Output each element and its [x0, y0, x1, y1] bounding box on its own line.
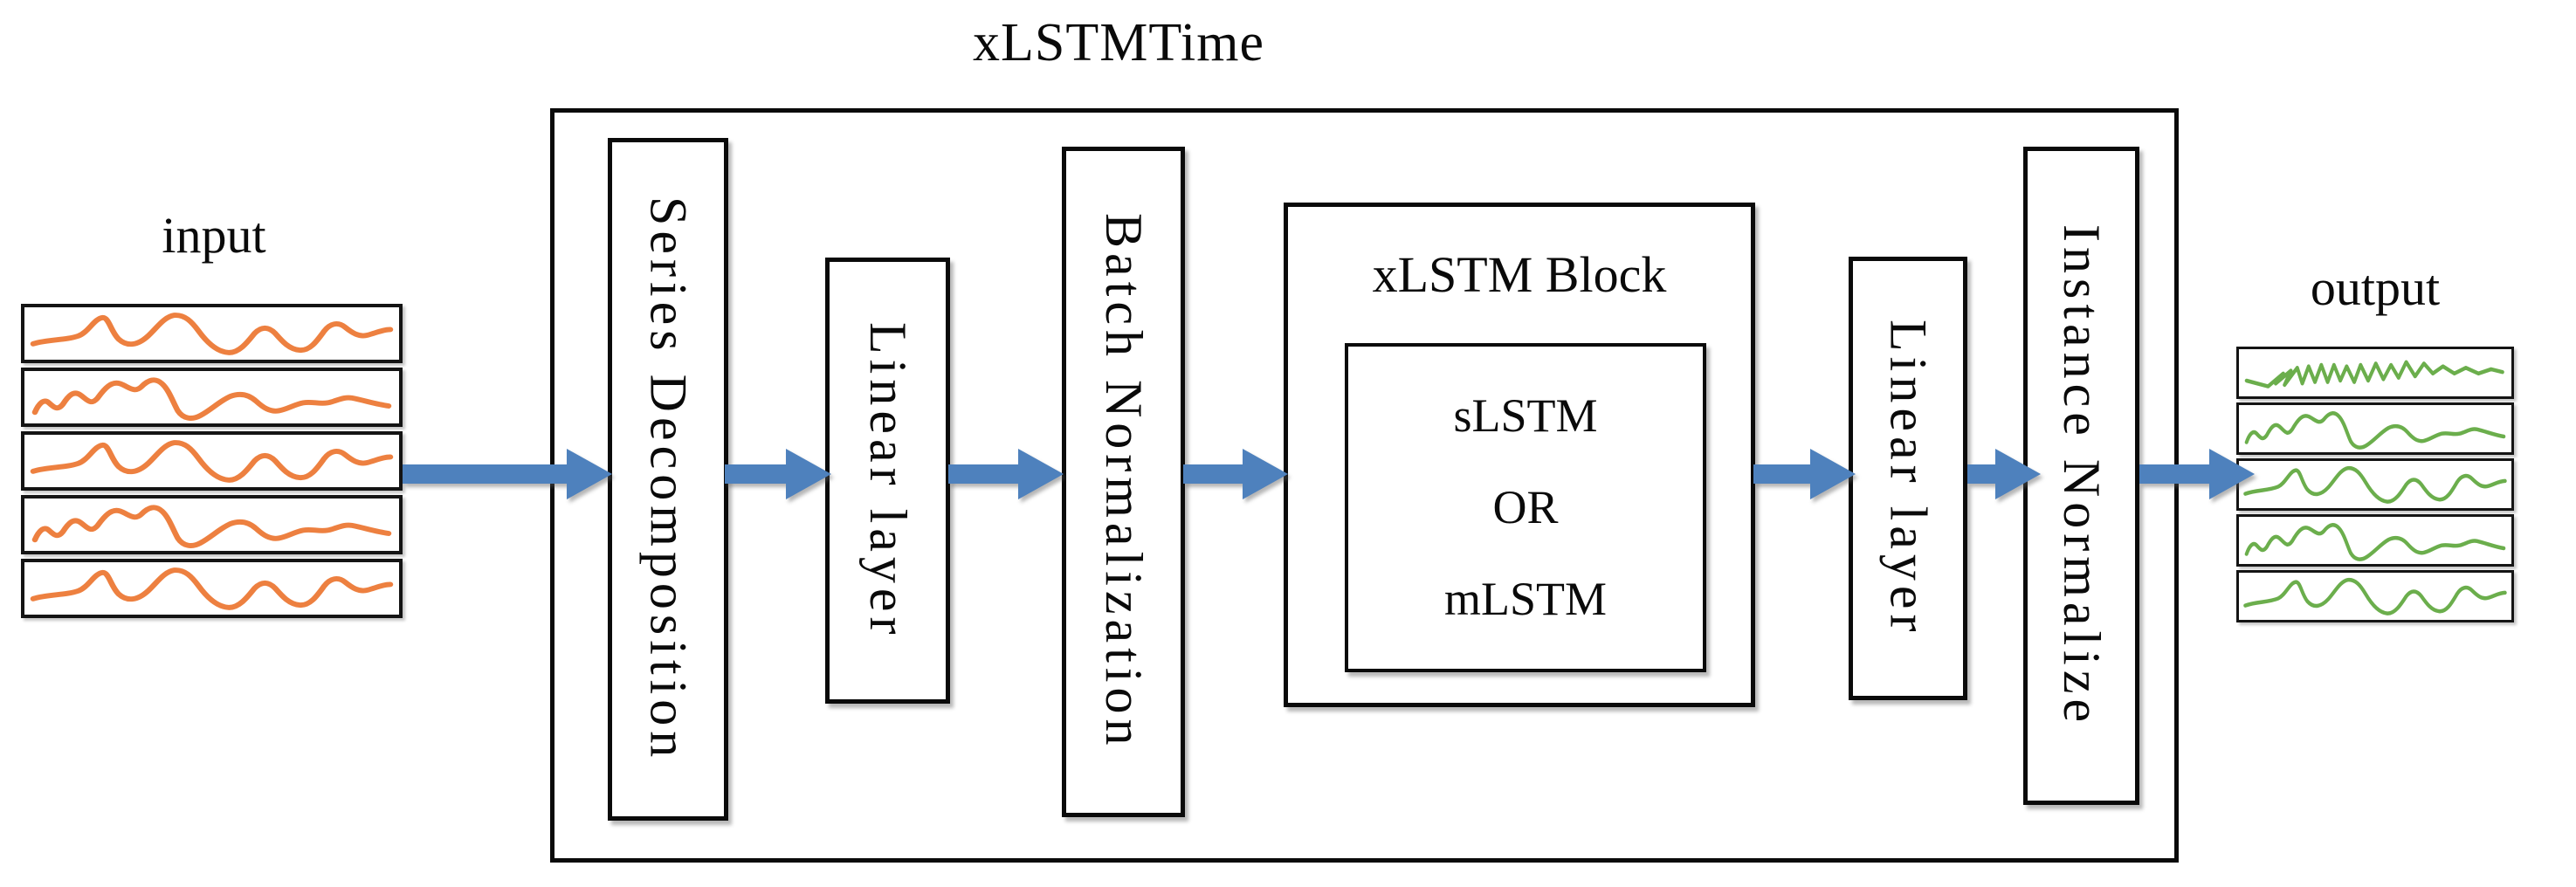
xlstm-option-or: OR — [1492, 480, 1559, 533]
output-series-stack — [2236, 347, 2514, 626]
orange-wave-icon — [30, 313, 394, 355]
output-series-row — [2236, 458, 2514, 511]
input-series-row — [21, 431, 403, 491]
flow-arrow-xlstm-to-linear — [1753, 439, 1856, 509]
flow-arrow-batch-normalization-to-xlstm — [1183, 439, 1288, 509]
flow-arrow-linear-to-batch-normalization — [948, 439, 1064, 509]
arrow-body — [948, 464, 1018, 484]
orange-wave-icon — [31, 505, 392, 548]
output-series-row — [2236, 402, 2514, 455]
output-series-row — [2236, 514, 2514, 567]
block-instance-normalize: Instance Normalize — [2023, 147, 2139, 805]
block-series-decomposition: Series Decomposition — [608, 138, 728, 821]
block-batch-normalization: Batch Normalization — [1062, 147, 1185, 817]
block-label: Batch Normalization — [1095, 213, 1153, 751]
block-label: Linear layer — [1879, 320, 1938, 637]
block-label: Linear layer — [859, 321, 917, 640]
green-wave-icon — [2243, 465, 2507, 504]
arrow-body — [725, 464, 786, 484]
arrow-head-icon — [1810, 449, 1856, 499]
arrow-body — [2139, 464, 2209, 484]
diagram-title: xLSTMTime — [972, 13, 1264, 72]
block-linear-layer-1: Linear layer — [825, 258, 950, 704]
input-series-row — [21, 304, 403, 363]
arrow-head-icon — [1243, 449, 1288, 499]
arrow-head-icon — [567, 449, 612, 499]
arrow-body — [1967, 464, 1995, 484]
input-series-row — [21, 495, 403, 554]
xlstm-inner-choice-box: sLSTM OR mLSTM — [1345, 343, 1706, 672]
block-label: Instance Normalize — [2053, 223, 2111, 728]
arrow-head-icon — [1995, 449, 2041, 499]
arrow-head-icon — [2209, 449, 2255, 499]
arrow-body — [1183, 464, 1243, 484]
output-label: output — [2310, 259, 2441, 316]
block-label: Series Decomposition — [639, 196, 698, 763]
output-series-row — [2236, 347, 2514, 399]
input-series-row — [21, 368, 403, 427]
xlstm-block-label: xLSTM Block — [1372, 246, 1667, 303]
green-wave-icon — [2244, 360, 2504, 388]
flow-arrow-linear-to-instance-normalize — [1967, 439, 2041, 509]
green-wave-icon — [2244, 411, 2506, 450]
flow-arrow-series-decomposition-to-linear — [725, 439, 831, 509]
input-series-row — [21, 559, 403, 618]
orange-wave-icon — [31, 377, 392, 421]
orange-wave-icon — [30, 567, 394, 610]
flow-arrow-instance-normalize-to-output — [2139, 439, 2255, 509]
output-series-row — [2236, 570, 2514, 622]
green-wave-icon — [2244, 523, 2506, 561]
input-label: input — [162, 207, 266, 264]
arrow-head-icon — [1018, 449, 1064, 499]
arrow-head-icon — [786, 449, 831, 499]
input-series-stack — [21, 304, 403, 622]
block-linear-layer-2: Linear layer — [1849, 257, 1967, 700]
xlstm-option-slstm: sLSTM — [1453, 388, 1598, 442]
flow-arrow-input-to-series-decomposition — [403, 439, 612, 509]
xlstm-option-mlstm: mLSTM — [1443, 573, 1608, 626]
orange-wave-icon — [30, 440, 394, 483]
arrow-body — [403, 464, 567, 484]
green-wave-icon — [2243, 577, 2507, 615]
arrow-body — [1753, 464, 1810, 484]
